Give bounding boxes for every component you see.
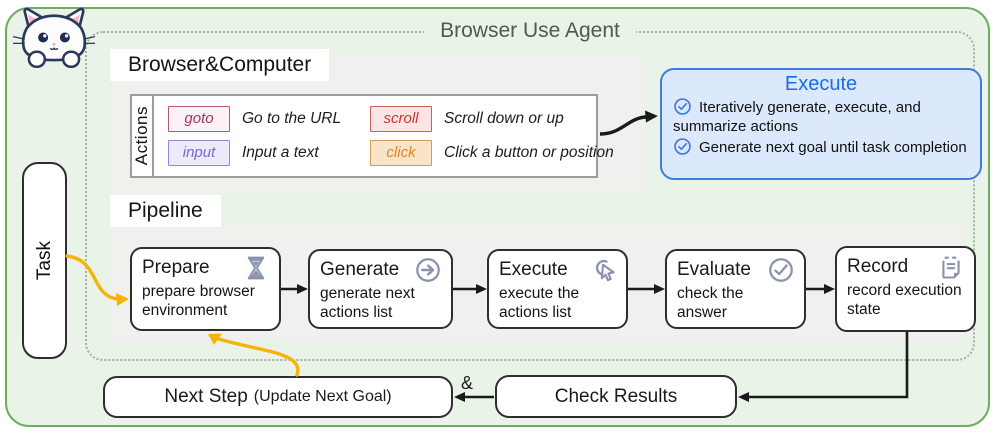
next-step-label: Next Step (164, 386, 248, 407)
check-results-label: Check Results (554, 385, 678, 407)
evaluate-title: Evaluate (677, 259, 751, 280)
prepare-title: Prepare (142, 257, 210, 278)
task-box: Task (22, 162, 67, 359)
execute-bullet-1-text: Iteratively generate, execute, and summa… (673, 99, 921, 135)
next-step-note: (Update Next Goal) (253, 388, 392, 405)
scroll-action-badge: scroll (370, 106, 432, 132)
execute-summary-panel: Execute Iteratively generate, execute, a… (660, 68, 982, 180)
generate-title: Generate (320, 259, 400, 280)
generate-description: generate next actions list (320, 285, 415, 321)
click-action-description: Click a button or position (444, 144, 614, 161)
action-row-input: input Input a text (168, 140, 366, 166)
actions-grid: goto Go to the URL scroll Scroll down or… (154, 96, 614, 176)
hourglass-icon (247, 256, 265, 280)
task-label: Task (33, 240, 55, 281)
goto-action-description: Go to the URL (242, 110, 342, 127)
check-circle-icon (769, 258, 793, 282)
evaluate-description: check the answer (677, 285, 744, 321)
execute-panel-title: Execute (784, 73, 858, 95)
execute-bullet-2-text: Generate next goal until task completion (699, 139, 967, 156)
pipeline-step-evaluate: Evaluate check the answer (665, 249, 806, 329)
check-circle-icon (674, 138, 691, 155)
pipeline-step-record: Record record execution state (835, 246, 976, 332)
execute-bullet-2: Generate next goal until task completion (673, 137, 969, 157)
actions-axis: Actions (132, 96, 154, 176)
click-action-badge: click (370, 140, 432, 166)
pipeline-title: Pipeline (110, 195, 221, 227)
agent-title: Browser Use Agent (424, 17, 636, 45)
goto-action-badge: goto (168, 106, 230, 132)
cursor-icon (595, 259, 615, 282)
cat-mascot-icon (12, 7, 96, 69)
execute-description: execute the actions list (499, 285, 580, 321)
scroll-action-description: Scroll down or up (444, 110, 564, 127)
browser-computer-title: Browser&Computer (110, 49, 330, 81)
input-action-badge: input (168, 140, 230, 166)
action-row-click: click Click a button or position (370, 140, 614, 166)
execute-bullet-1: Iteratively generate, execute, and summa… (673, 97, 969, 136)
check-results-box: Check Results (495, 375, 737, 418)
action-row-scroll: scroll Scroll down or up (370, 106, 614, 132)
arrow-right-circle-icon (416, 258, 440, 282)
execute-title: Execute (499, 259, 568, 280)
actions-axis-label: Actions (132, 106, 151, 166)
check-circle-icon (674, 98, 691, 115)
record-description: record execution state (847, 282, 962, 318)
input-action-description: Input a text (242, 144, 319, 161)
prepare-description: prepare browser environment (142, 283, 255, 319)
record-title: Record (847, 256, 909, 277)
clipboard-icon (942, 256, 960, 279)
next-step-box: Next Step (Update Next Goal) (103, 376, 453, 418)
pipeline-step-generate: Generate generate next actions list (308, 249, 453, 329)
actions-box: Actions goto Go to the URL scroll Scroll… (130, 94, 614, 178)
action-row-goto: goto Go to the URL (168, 106, 366, 132)
join-label: & (461, 373, 474, 393)
pipeline-step-prepare: Prepare prepare browser environment (130, 247, 281, 331)
pipeline-step-execute: Execute execute the actions list (487, 249, 628, 329)
